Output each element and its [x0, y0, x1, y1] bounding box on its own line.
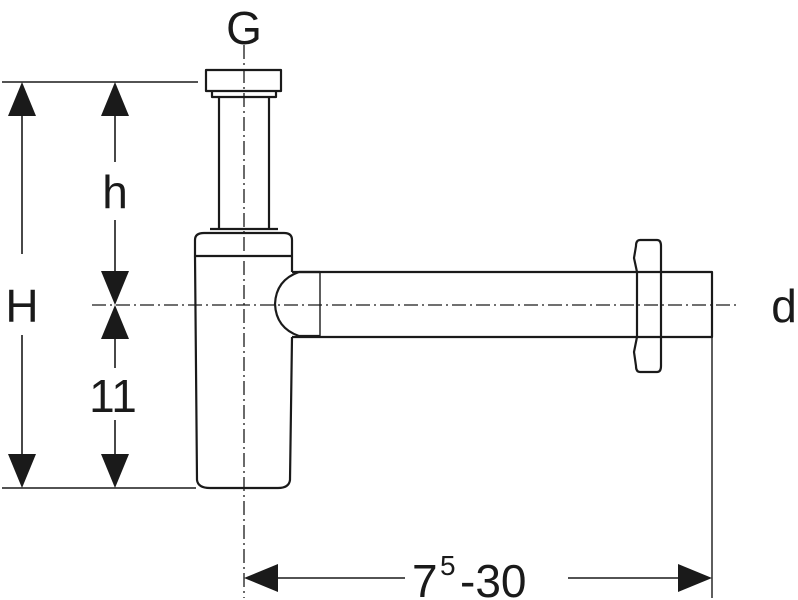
label-width-rest: -30	[460, 555, 526, 600]
label-h: h	[102, 166, 128, 218]
label-G: G	[226, 2, 262, 54]
dimension-h	[101, 82, 129, 305]
arrow-head-up	[101, 305, 129, 339]
outlet-socket	[273, 270, 320, 338]
outlet-assembly	[292, 238, 714, 374]
label-width-superscript: 5	[440, 550, 456, 581]
label-11: 11	[89, 370, 137, 422]
dimension-H	[8, 82, 36, 488]
trap-nut	[193, 227, 294, 258]
bottle-trap	[193, 68, 320, 490]
inlet-cap	[204, 68, 283, 93]
arrow-head-down	[8, 454, 36, 488]
dimension-horizontal	[244, 564, 712, 592]
label-width-base: 7	[412, 555, 438, 600]
dimension-11	[101, 305, 129, 488]
label-d: d	[771, 280, 797, 332]
arrow-head-down	[101, 454, 129, 488]
inlet-pipe	[217, 97, 271, 229]
arrow-head-right	[678, 564, 712, 592]
arrow-head-left	[244, 564, 278, 592]
label-width: 7 5 -30	[412, 550, 526, 600]
arrow-head-down	[101, 271, 129, 305]
arrow-head-up	[101, 82, 129, 116]
arrow-head-up	[8, 82, 36, 116]
label-H: H	[5, 280, 38, 332]
wall-rosette	[632, 238, 663, 374]
